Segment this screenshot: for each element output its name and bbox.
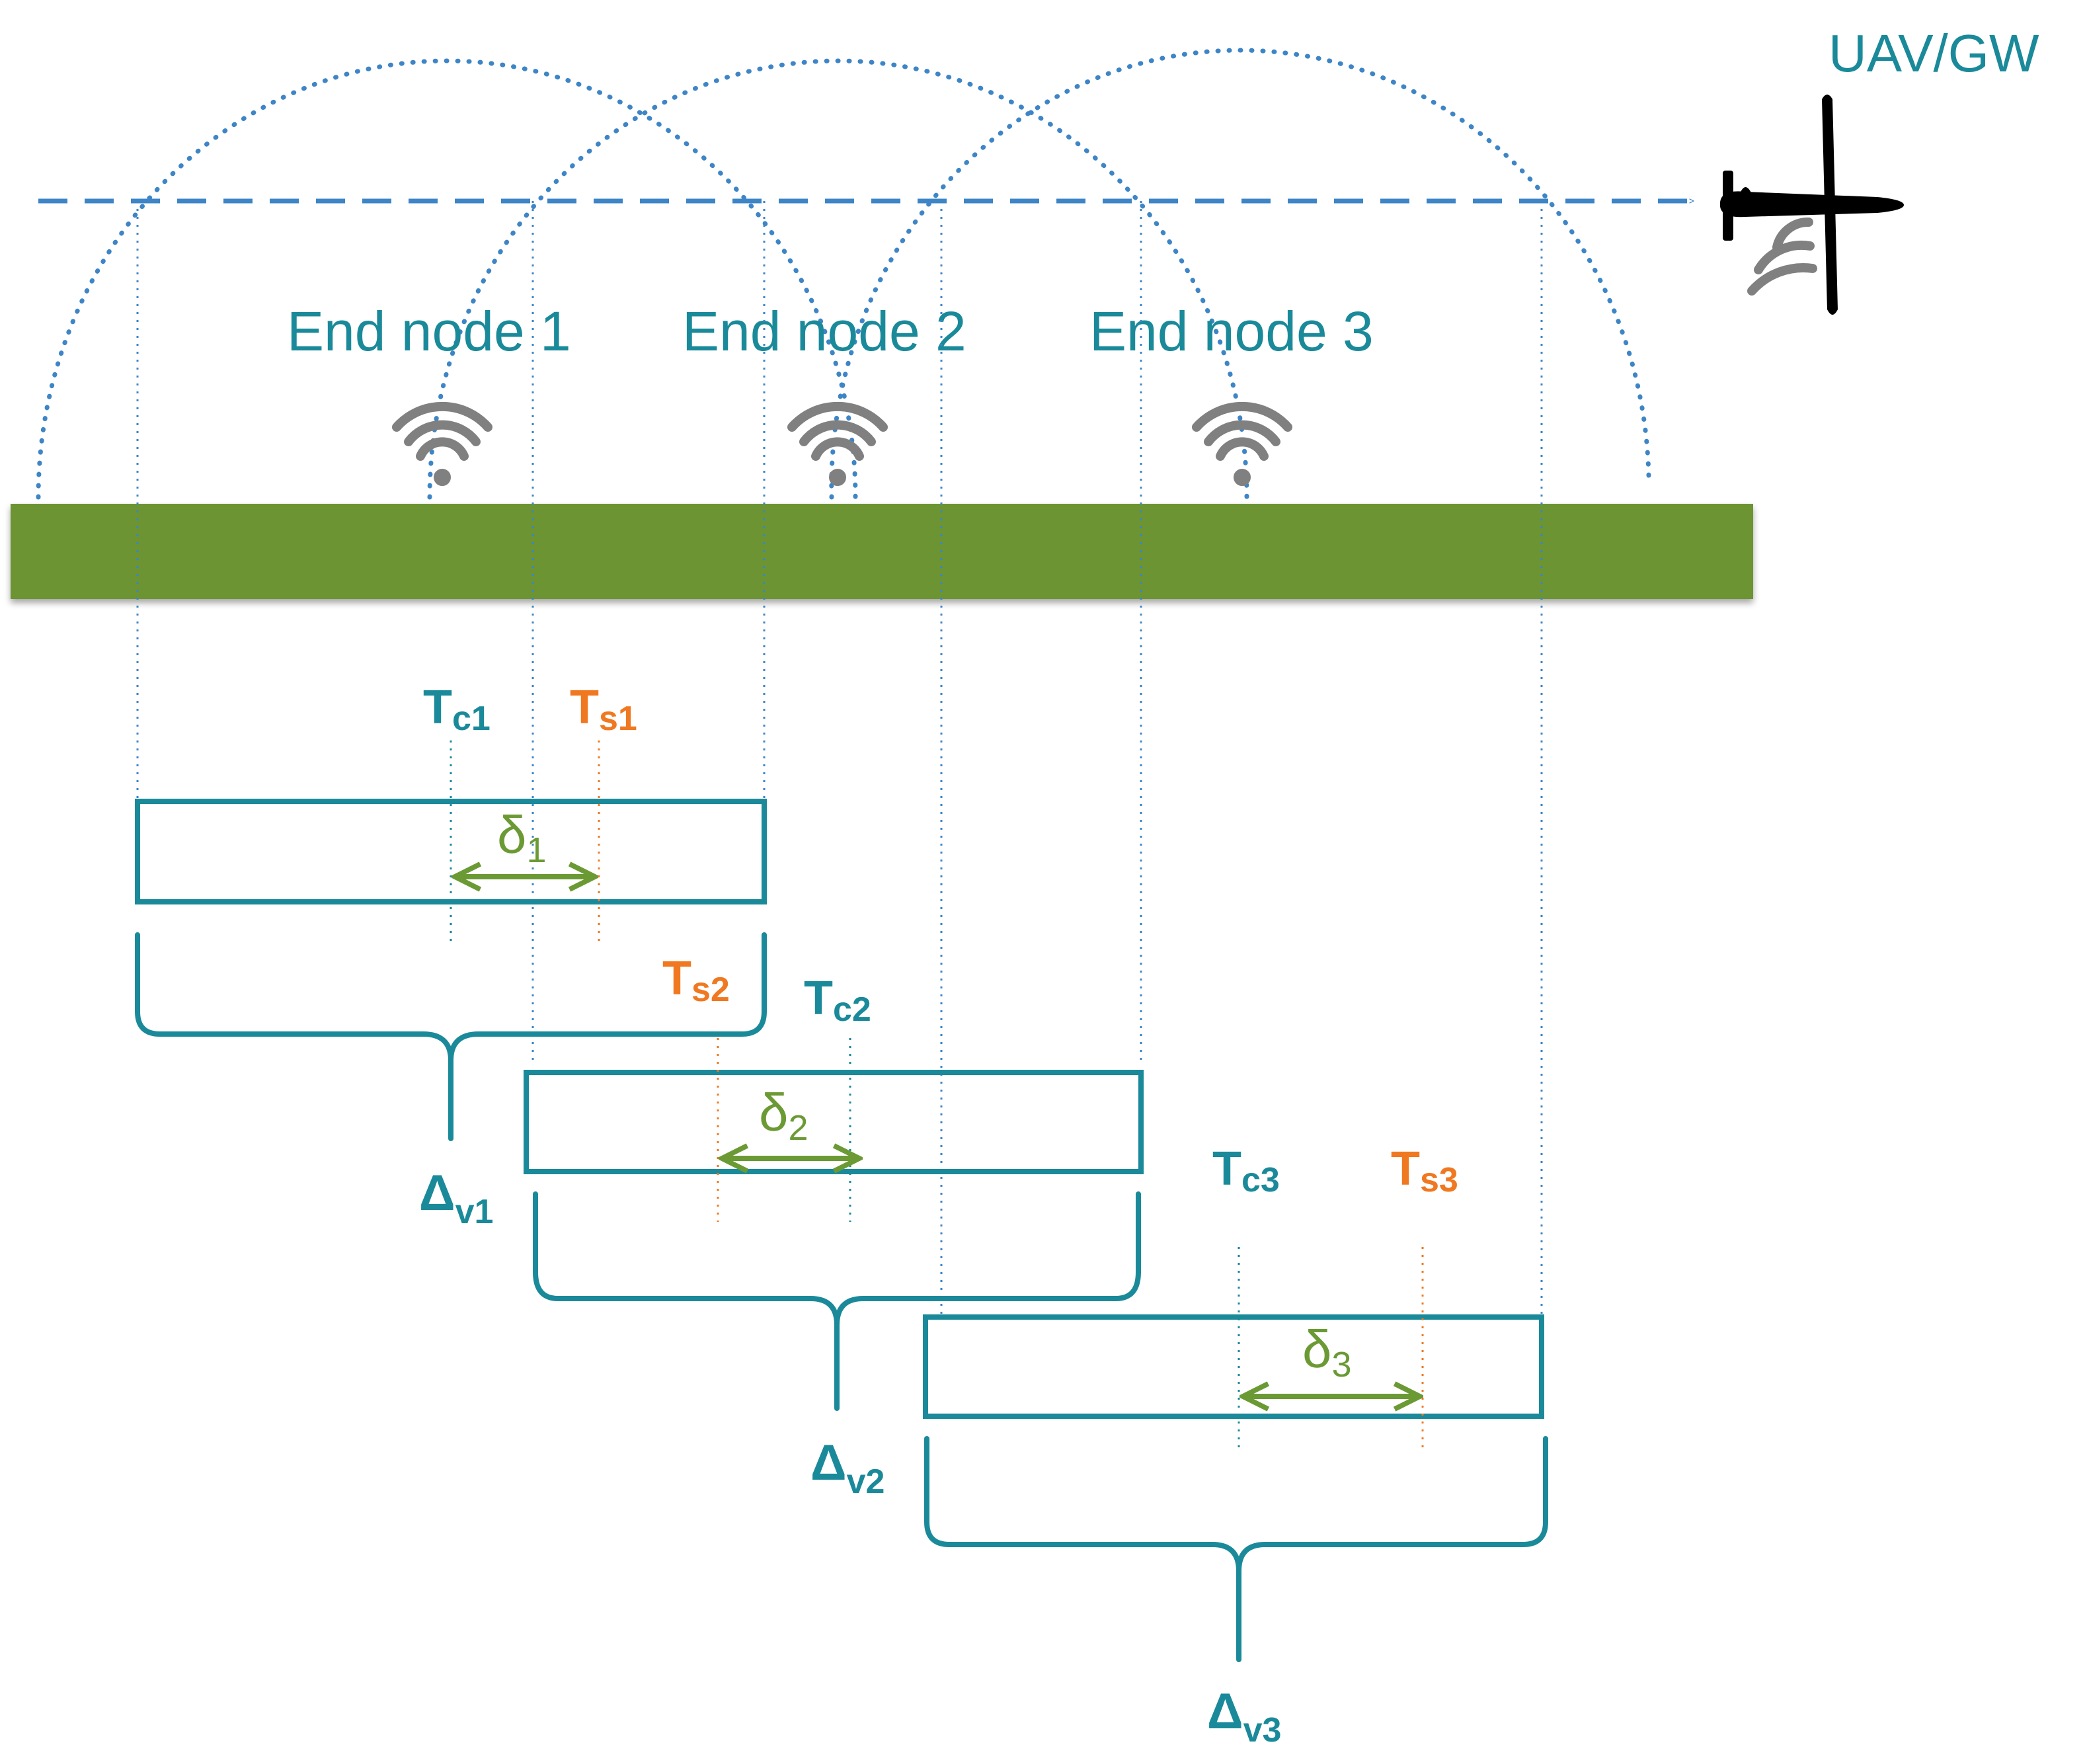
contact-window-1 — [135, 799, 767, 904]
ts3-label: Ts3 — [1391, 1143, 1458, 1199]
contact-window-3 — [923, 1314, 1544, 1419]
ts1-label: Ts1 — [570, 681, 637, 738]
ground-strip — [11, 504, 1753, 599]
delta-v1-label: Δv1 — [419, 1165, 493, 1231]
coverage-arc-node-1 — [36, 58, 858, 500]
wifi-signal-icon — [1192, 401, 1292, 486]
uav-gw-label: UAV/GW — [1829, 24, 2039, 83]
delta-3-label: δ3 — [1302, 1320, 1352, 1384]
coverage-arc-node-3 — [829, 48, 1651, 500]
coverage-arc-node-2 — [427, 58, 1249, 500]
delta-v3-label: Δv3 — [1207, 1683, 1281, 1749]
end-node-3-label: End node 3 — [1089, 300, 1374, 362]
wifi-signal-icon — [787, 401, 888, 486]
uav-wifi-signal-icon — [1747, 218, 1817, 296]
ts2-label: Ts2 — [662, 952, 730, 1009]
end-node-1-label: End node 1 — [287, 300, 571, 362]
brace-v3 — [924, 1436, 1548, 1662]
brace-v1 — [135, 932, 767, 1141]
tc1-label: Tc1 — [423, 681, 491, 738]
delta-v2-label: Δv2 — [810, 1435, 885, 1501]
coverage-arcs — [36, 48, 1651, 500]
delta-2-label: δ2 — [759, 1083, 808, 1148]
end-node-2-label: End node 2 — [682, 300, 966, 362]
wifi-signal-icon — [392, 401, 492, 486]
tc2-label: Tc2 — [804, 972, 871, 1029]
uav-plane-icon — [1720, 95, 1904, 315]
delta-1-label: δ1 — [497, 805, 547, 870]
brace-v2 — [533, 1191, 1141, 1411]
projection-lines — [136, 201, 1543, 1317]
tc3-label: Tc3 — [1212, 1143, 1280, 1199]
